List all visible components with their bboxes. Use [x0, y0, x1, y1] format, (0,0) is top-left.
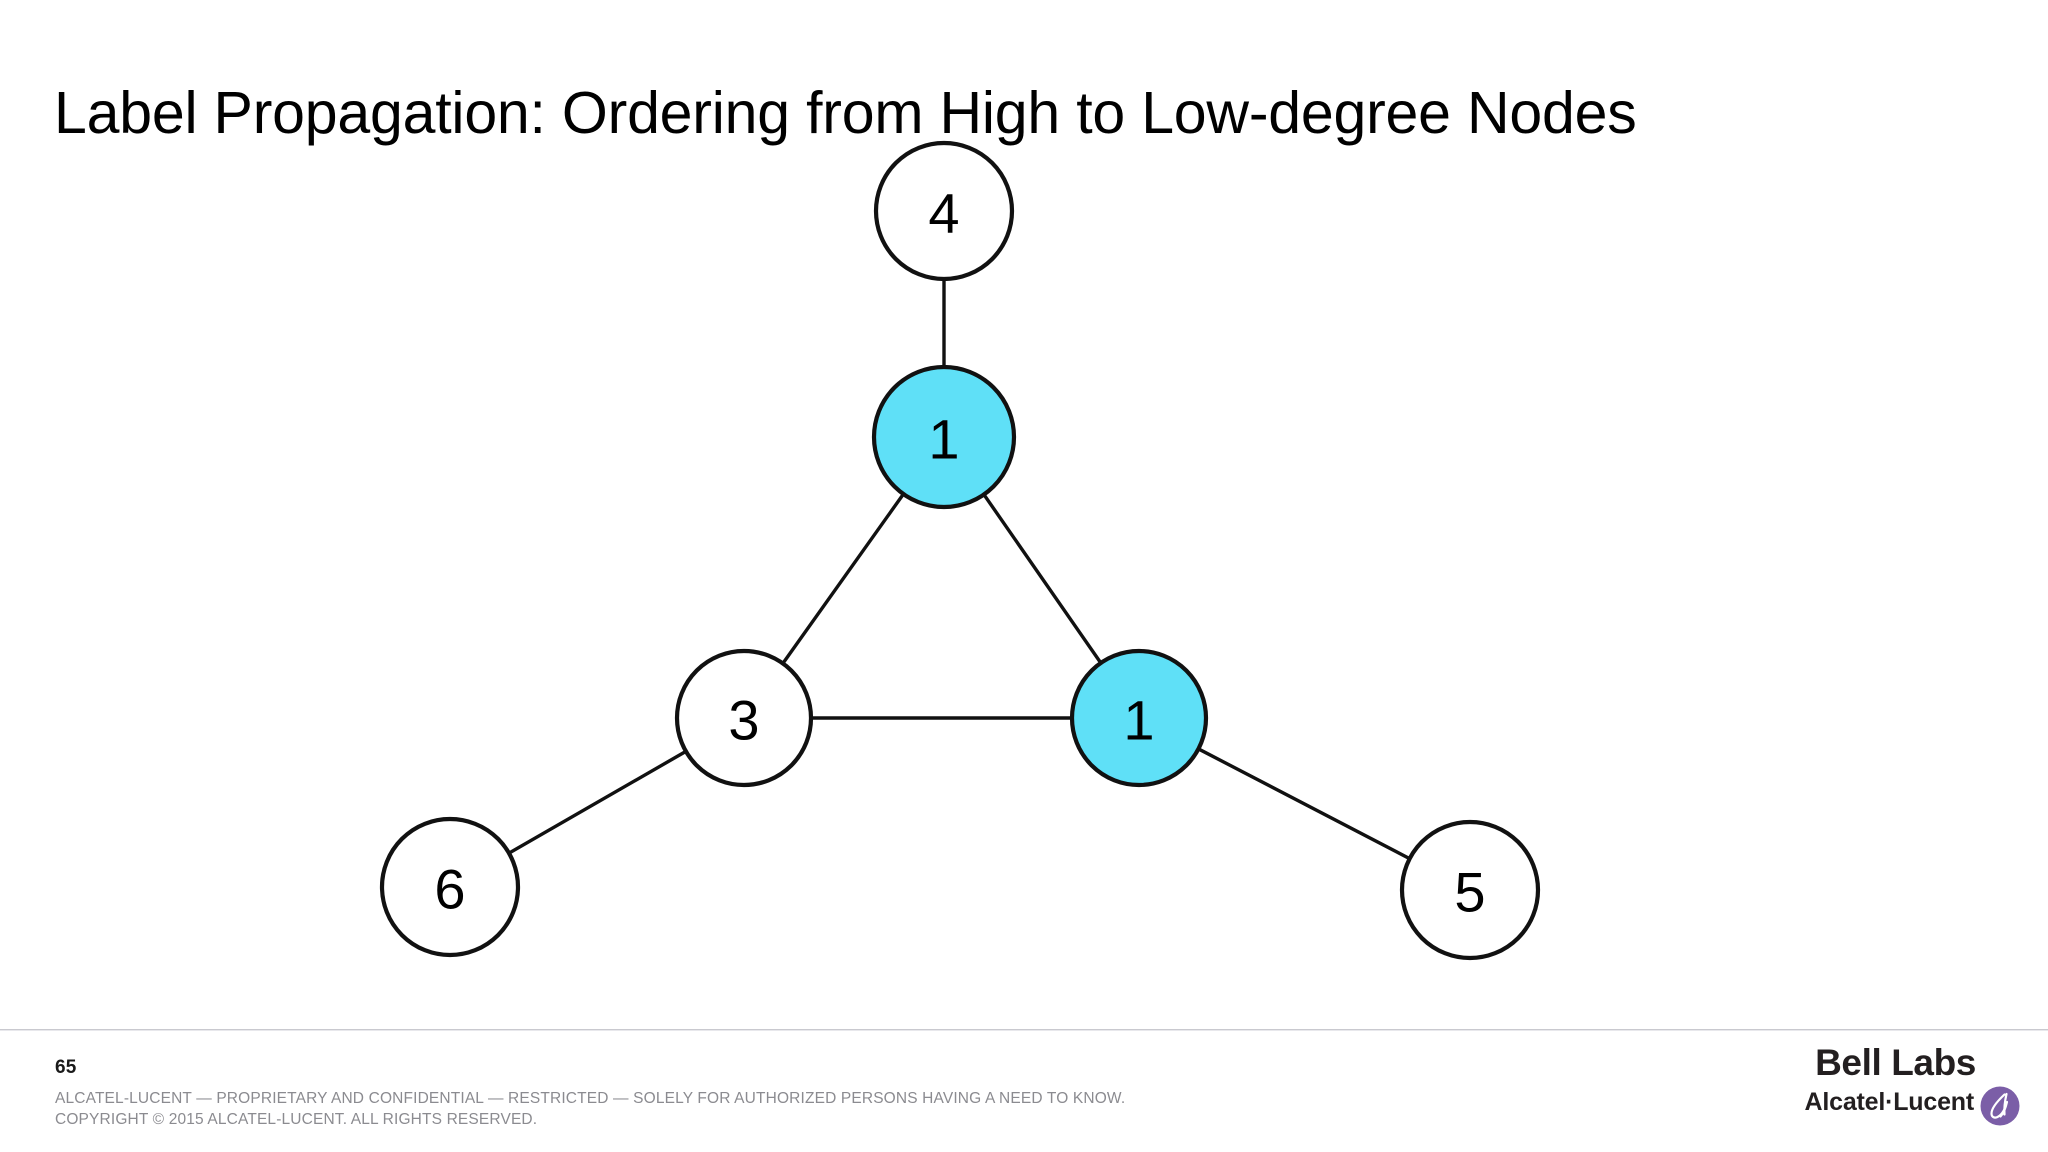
graph-node-circle[interactable] [379, 816, 521, 958]
graph-svg: 4 1 3 1 6 5 [379, 140, 1541, 961]
slide-footer: 65 ALCATEL-LUCENT — PROPRIETARY AND CONF… [0, 1032, 2048, 1152]
footer-divider [0, 1029, 2048, 1031]
legal-line-2: COPYRIGHT © 2015 ALCATEL-LUCENT. ALL RIG… [55, 1110, 538, 1128]
graph-edge [780, 491, 906, 666]
graph-node[interactable]: 5 [1399, 819, 1541, 961]
graph-node[interactable]: 6 [379, 816, 521, 958]
graph-node-circle-highlighted[interactable] [871, 364, 1017, 510]
brand-name-bell-labs: Bell Labs [1815, 1042, 1976, 1083]
graph-node-label: 4 [928, 182, 959, 245]
graph-edge [1195, 746, 1413, 861]
graph-node-circle[interactable] [1399, 819, 1541, 961]
graph-node-label: 5 [1454, 861, 1485, 924]
graph-node-label: 1 [1123, 689, 1154, 752]
graph-edge [506, 749, 689, 856]
page-number: 65 [55, 1057, 77, 1078]
graph-node[interactable]: 1 [1069, 648, 1209, 788]
graph-node-label: 6 [434, 858, 465, 921]
graph-node-label: 1 [928, 408, 959, 471]
graph-node[interactable]: 4 [873, 140, 1015, 282]
graph-edge [981, 491, 1104, 666]
graph-node[interactable]: 1 [871, 364, 1017, 510]
graph-node[interactable]: 3 [674, 648, 814, 788]
legal-line-1: ALCATEL-LUCENT — PROPRIETARY AND CONFIDE… [55, 1090, 1126, 1107]
alcatel-lucent-logo-icon [1980, 1086, 2020, 1126]
page-title: Label Propagation: Ordering from High to… [54, 79, 1637, 146]
brand-name-alcatel-lucent: Alcatel·Lucent [1804, 1088, 1975, 1116]
graph-node-label: 3 [728, 689, 759, 752]
brand-lockup: Bell Labs Alcatel·Lucent [1760, 1044, 2020, 1144]
graph-node-circle[interactable] [873, 140, 1015, 282]
graph-nodes-layer: 4 1 3 1 6 5 [379, 140, 1541, 961]
graph-node-circle[interactable] [674, 648, 814, 788]
legal-notice: ALCATEL-LUCENT — PROPRIETARY AND CONFIDE… [55, 1089, 1125, 1131]
graph-edges-layer [506, 276, 1413, 861]
graph-diagram: 4 1 3 1 6 5 [0, 100, 2048, 1000]
graph-node-circle-highlighted[interactable] [1069, 648, 1209, 788]
